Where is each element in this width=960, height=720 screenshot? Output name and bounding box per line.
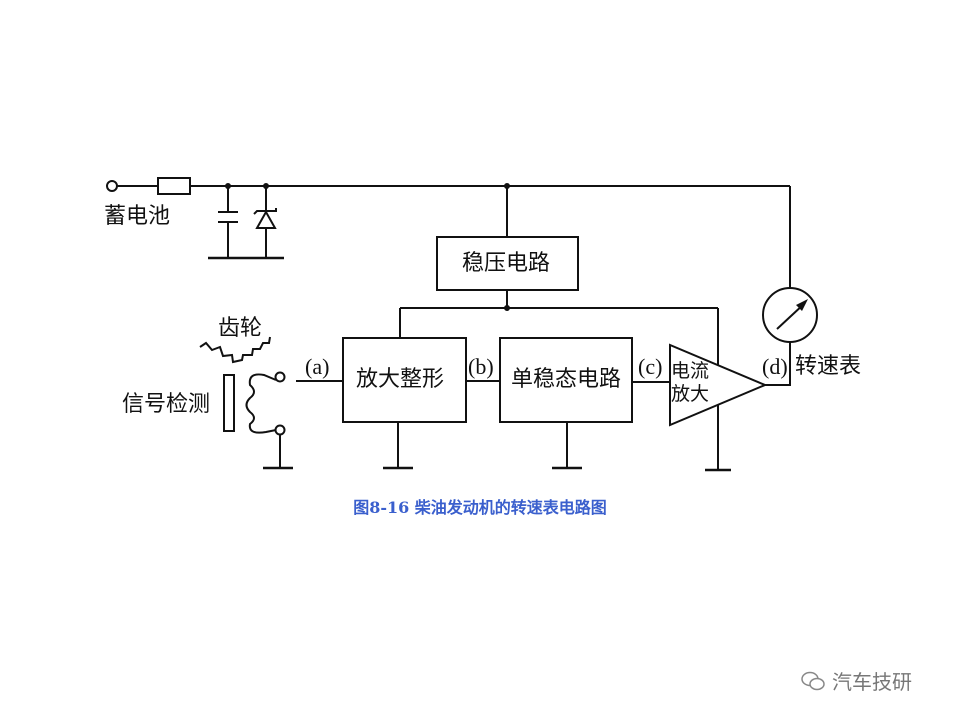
monostable-label: 单稳态电路 bbox=[511, 367, 622, 392]
sensor-core bbox=[223, 374, 235, 432]
battery-terminal bbox=[106, 180, 118, 192]
sensor-coil bbox=[245, 373, 277, 434]
figure-caption: 图8-16 柴油发动机的转速表电路图 bbox=[353, 498, 607, 517]
point-c-label: (c) bbox=[638, 354, 663, 379]
regulator-label: 稳压电路 bbox=[462, 251, 551, 276]
resistor bbox=[157, 177, 191, 195]
tachometer-label: 转速表 bbox=[795, 354, 862, 379]
amplifier-label-2: 放大 bbox=[671, 383, 710, 405]
capacitor bbox=[218, 186, 238, 258]
amplifier-label-1: 电流 bbox=[671, 360, 710, 382]
point-d-label: (d) bbox=[762, 354, 788, 379]
wechat-icon bbox=[801, 671, 825, 690]
zener-diode bbox=[253, 186, 277, 258]
battery-label: 蓄电池 bbox=[104, 204, 171, 229]
point-a-label: (a) bbox=[305, 354, 330, 379]
sensor-label: 信号检测 bbox=[122, 392, 211, 417]
point-b-label: (b) bbox=[468, 354, 494, 379]
amplifier-triangle bbox=[669, 343, 768, 427]
watermark: 汽车技研 bbox=[800, 666, 912, 695]
watermark-text: 汽车技研 bbox=[832, 670, 912, 694]
gear-label: 齿轮 bbox=[218, 316, 263, 341]
gear-teeth bbox=[199, 336, 271, 364]
tachometer-meter bbox=[762, 287, 818, 343]
shaper-label: 放大整形 bbox=[356, 367, 445, 392]
